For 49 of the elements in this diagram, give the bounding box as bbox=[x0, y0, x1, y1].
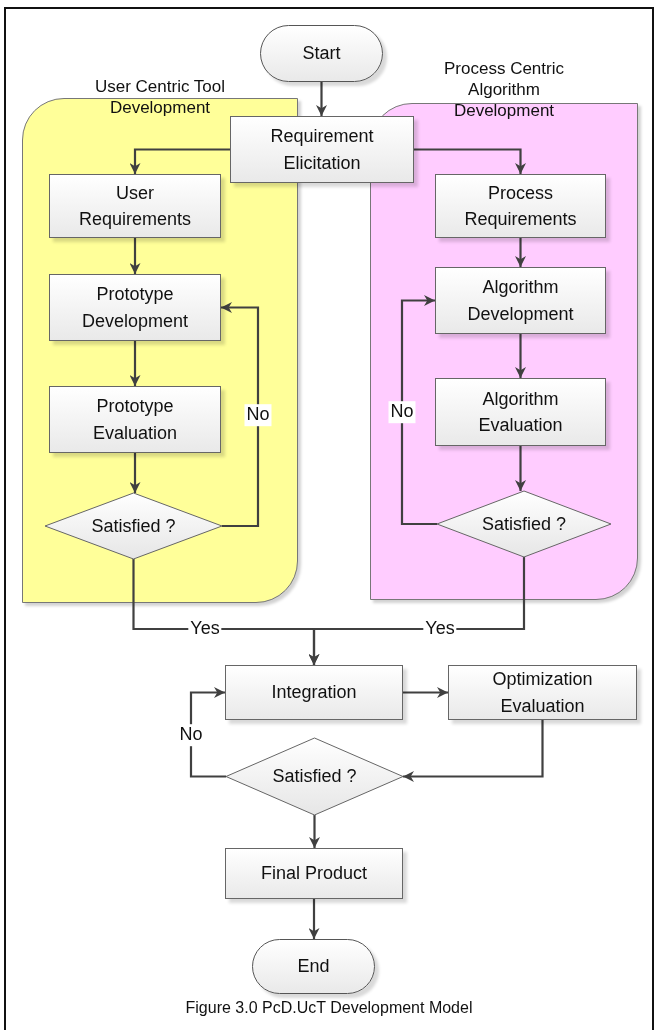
process-box bbox=[435, 174, 606, 238]
node-label: Algorithm Development bbox=[466, 276, 575, 326]
arrow bbox=[309, 815, 320, 848]
lane-title: Process Centric Algorithm Development bbox=[443, 58, 565, 121]
arrow bbox=[403, 720, 544, 782]
arrow bbox=[129, 238, 141, 274]
node-label: Final Product bbox=[260, 862, 368, 886]
arrow bbox=[129, 453, 141, 493]
figure-caption: Figure 3.0 PcD.UcT Development Model bbox=[184, 998, 474, 1018]
node-label: Satisfied ? bbox=[272, 765, 357, 789]
node-label: Integration bbox=[271, 681, 357, 705]
terminator-shape bbox=[260, 25, 383, 82]
node-label: Requirement Elicitation bbox=[269, 125, 375, 175]
arrow bbox=[403, 687, 448, 698]
lane-title: User Centric Tool Development bbox=[93, 76, 227, 118]
arrow bbox=[515, 446, 526, 491]
node-label: Optimization Evaluation bbox=[491, 668, 594, 718]
node-label: Algorithm Evaluation bbox=[477, 387, 564, 437]
node-label: Prototype Evaluation bbox=[91, 395, 179, 445]
arrow bbox=[316, 82, 327, 116]
node-label: Prototype Development bbox=[80, 283, 190, 333]
process-box bbox=[435, 378, 606, 446]
node-label: User Requirements bbox=[77, 181, 193, 231]
edge-label: No bbox=[388, 401, 416, 423]
arrow bbox=[129, 148, 230, 174]
process-box bbox=[225, 848, 403, 899]
node-label: Start bbox=[302, 42, 341, 66]
process-box bbox=[49, 174, 221, 238]
arrow bbox=[221, 302, 260, 528]
arrow bbox=[308, 557, 526, 665]
edge-label: No bbox=[177, 724, 205, 746]
node-label: Satisfied ? bbox=[91, 514, 176, 538]
arrow bbox=[308, 899, 320, 939]
node-label: Process Requirements bbox=[463, 181, 578, 231]
arrow bbox=[515, 334, 526, 378]
edge-label: No bbox=[244, 404, 272, 426]
process-box bbox=[448, 665, 637, 720]
process-box bbox=[230, 116, 414, 183]
process-box bbox=[49, 386, 221, 453]
node-label: Satisfied ? bbox=[481, 512, 567, 536]
process-box bbox=[225, 665, 403, 720]
process-box bbox=[49, 274, 221, 341]
terminator-shape bbox=[252, 939, 375, 994]
node-label: End bbox=[297, 955, 330, 979]
arrow bbox=[129, 341, 141, 386]
process-box bbox=[435, 267, 606, 334]
arrow bbox=[414, 148, 526, 174]
arrow bbox=[515, 238, 526, 267]
arrow bbox=[400, 295, 437, 526]
